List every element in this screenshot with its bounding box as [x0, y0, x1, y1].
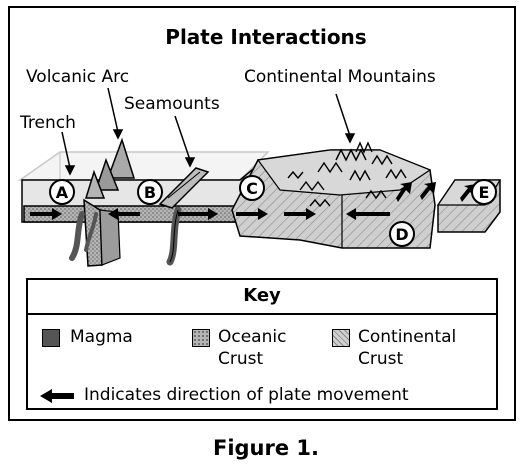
svg-text:C: C	[246, 179, 258, 198]
marker-c: C	[239, 175, 265, 201]
svg-text:E: E	[479, 183, 490, 202]
mountain-folds	[287, 141, 407, 208]
marker-e: E	[471, 179, 497, 205]
key-box: Key Magma Oceanic Crust Continental Crus…	[26, 278, 498, 410]
plate-movement-arrows	[30, 182, 476, 220]
magma-label: Magma	[70, 327, 133, 347]
diagram-title: Plate Interactions	[165, 25, 366, 49]
continental-mountains-label: Continental Mountains	[244, 67, 436, 87]
svg-text:D: D	[395, 225, 408, 244]
trench-label: Trench	[19, 113, 76, 133]
figure-frame	[8, 6, 516, 421]
oceanic-crust-label: Oceanic Crust	[218, 327, 287, 369]
label-pointers	[61, 87, 356, 176]
continental-crust-label: Continental Crust	[358, 327, 457, 369]
oceanic-crust-swatch	[192, 329, 210, 347]
direction-arrow-icon	[40, 389, 74, 403]
key-title: Key	[243, 285, 281, 306]
continental-crust-swatch	[332, 329, 350, 347]
marker-a: A	[49, 179, 75, 205]
direction-arrow-label: Indicates direction of plate movement	[84, 385, 409, 405]
figure-caption: Figure 1.	[212, 436, 320, 460]
seamounts-label: Seamounts	[124, 94, 220, 114]
continental-crust-block	[231, 149, 436, 249]
magma-swatch	[42, 329, 60, 347]
ocean-basin-outline	[17, 151, 270, 181]
magma-trench	[69, 211, 98, 261]
key-divider	[28, 313, 496, 315]
marker-b: B	[137, 179, 163, 205]
volcanic-arc	[84, 137, 136, 199]
svg-text:A: A	[56, 183, 69, 202]
marker-d: D	[389, 221, 415, 247]
svg-text:B: B	[144, 183, 156, 202]
seamount	[158, 167, 210, 266]
volcanic-arc-label: Volcanic Arc	[26, 67, 129, 87]
